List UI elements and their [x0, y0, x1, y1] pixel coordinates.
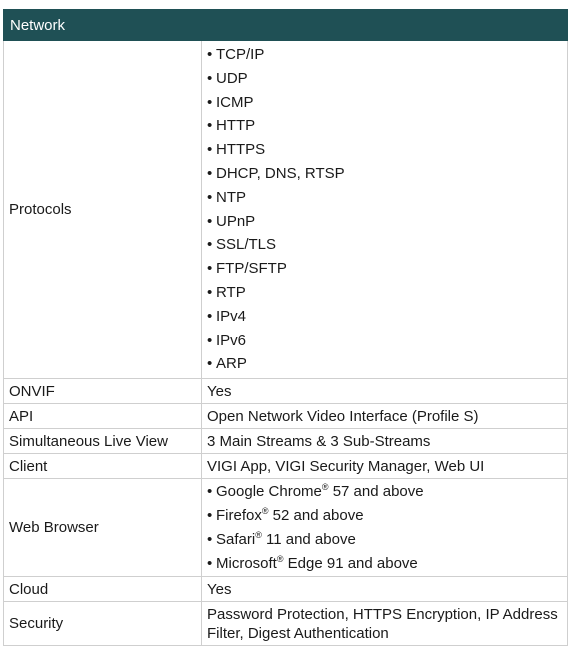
browser-item: •Google Chrome® 57 and above [207, 480, 561, 504]
registered-mark: ® [276, 553, 284, 564]
bullet-glyph: • [207, 117, 213, 135]
spec-value-security: Password Protection, HTTPS Encryption, I… [201, 601, 568, 647]
bullet-glyph: • [207, 506, 213, 524]
bullet-glyph: • [207, 355, 213, 373]
spec-row-web-browser: Web Browser •Google Chrome® 57 and above… [3, 478, 568, 578]
protocol-item-text: SSL/TLS [216, 236, 277, 254]
spec-row-protocols: Protocols •TCP/IP•UDP•ICMP•HTTP•HTTPS•DH… [3, 39, 568, 380]
protocol-item: •SSL/TLS [207, 233, 561, 257]
protocol-item: •FTP/SFTP [207, 257, 561, 281]
protocol-item: •UPnP [207, 210, 561, 234]
spec-label-web-browser: Web Browser [3, 478, 202, 578]
protocol-item-text: TCP/IP [216, 46, 265, 63]
bullet-glyph: • [207, 260, 213, 278]
protocol-item: •ARP [207, 352, 561, 376]
browser-name: Google Chrome [216, 483, 322, 501]
bullet-glyph: • [207, 530, 213, 548]
spec-label-security: Security [3, 601, 202, 647]
protocol-item-text: ICMP [216, 93, 254, 111]
bullet-glyph: • [207, 554, 213, 572]
protocol-item: •RTP [207, 281, 561, 305]
bullet-glyph: • [207, 93, 213, 111]
bullet-glyph: • [207, 69, 213, 87]
protocol-item: •UDP [207, 67, 561, 91]
browser-name: Safari [216, 530, 256, 548]
spec-row-onvif: ONVIF Yes [3, 378, 568, 405]
protocol-list: •TCP/IP•UDP•ICMP•HTTP•HTTPS•DHCP, DNS, R… [207, 43, 561, 376]
protocol-item: •IPv6 [207, 329, 561, 353]
registered-mark: ® [261, 505, 269, 516]
browser-version: Edge 91 and above [283, 554, 418, 572]
spec-value-live-view: 3 Main Streams & 3 Sub-Streams [201, 428, 568, 455]
spec-value-client: VIGI App, VIGI Security Manager, Web UI [201, 453, 568, 480]
bullet-glyph: • [207, 46, 213, 63]
spec-label-cloud: Cloud [3, 576, 202, 603]
spec-label-onvif: ONVIF [3, 378, 202, 405]
browser-name: Firefox [216, 506, 262, 524]
spec-value-onvif: Yes [201, 378, 568, 405]
bullet-glyph: • [207, 331, 213, 349]
spec-row-cloud: Cloud Yes [3, 576, 568, 603]
browser-version: 11 and above [261, 530, 356, 548]
spec-row-live-view: Simultaneous Live View 3 Main Streams & … [3, 428, 568, 455]
registered-mark: ® [321, 482, 329, 493]
spec-label-live-view: Simultaneous Live View [3, 428, 202, 455]
browser-list: •Google Chrome® 57 and above•Firefox® 52… [207, 480, 561, 575]
protocol-item: •TCP/IP [207, 43, 561, 67]
spec-label-client: Client [3, 453, 202, 480]
spec-row-api: API Open Network Video Interface (Profil… [3, 403, 568, 430]
spec-label-api: API [3, 403, 202, 430]
spec-label-protocols: Protocols [3, 39, 202, 380]
spec-row-client: Client VIGI App, VIGI Security Manager, … [3, 453, 568, 480]
protocol-item: •HTTP [207, 114, 561, 138]
protocol-item-text: IPv4 [216, 307, 247, 325]
browser-version: 52 and above [268, 506, 364, 524]
protocol-item-text: IPv6 [216, 331, 247, 349]
protocol-item-text: ARP [216, 355, 247, 373]
network-spec-table: Network Protocols •TCP/IP•UDP•ICMP•HTTP•… [3, 9, 568, 647]
section-header-row: Network [3, 9, 568, 41]
protocol-item-text: UPnP [216, 212, 256, 230]
bullet-glyph: • [207, 483, 213, 501]
protocol-item-text: DHCP, DNS, RTSP [216, 164, 345, 182]
bullet-glyph: • [207, 141, 213, 159]
bullet-glyph: • [207, 236, 213, 254]
protocol-item: •NTP [207, 186, 561, 210]
browser-item: •Firefox® 52 and above [207, 504, 561, 528]
spec-value-web-browser: •Google Chrome® 57 and above•Firefox® 52… [201, 478, 568, 578]
protocol-item-text: HTTPS [216, 141, 266, 159]
browser-item: •Safari® 11 and above [207, 528, 561, 552]
bullet-glyph: • [207, 188, 213, 206]
protocol-item-text: UDP [216, 69, 248, 87]
protocol-item-text: HTTP [216, 117, 256, 135]
spec-value-api: Open Network Video Interface (Profile S) [201, 403, 568, 430]
protocol-item-text: RTP [216, 283, 246, 301]
spec-row-security: Security Password Protection, HTTPS Encr… [3, 601, 568, 647]
registered-mark: ® [255, 529, 262, 540]
protocol-item: •HTTPS [207, 138, 561, 162]
spec-value-protocols: •TCP/IP•UDP•ICMP•HTTP•HTTPS•DHCP, DNS, R… [201, 39, 568, 380]
protocol-item: •DHCP, DNS, RTSP [207, 162, 561, 186]
protocol-item-text: FTP/SFTP [216, 260, 287, 278]
protocol-item-text: NTP [216, 188, 246, 206]
protocol-item: •IPv4 [207, 305, 561, 329]
browser-name: Microsoft [216, 554, 277, 572]
spec-value-cloud: Yes [201, 576, 568, 603]
browser-version: 57 and above [328, 483, 424, 501]
protocol-item: •ICMP [207, 91, 561, 115]
bullet-glyph: • [207, 307, 213, 325]
browser-item: •Microsoft® Edge 91 and above [207, 552, 561, 576]
section-title: Network [3, 9, 568, 41]
bullet-glyph: • [207, 212, 213, 230]
bullet-glyph: • [207, 164, 213, 182]
bullet-glyph: • [207, 283, 213, 301]
security-text: Password Protection, HTTPS Encryption, I… [207, 605, 558, 642]
